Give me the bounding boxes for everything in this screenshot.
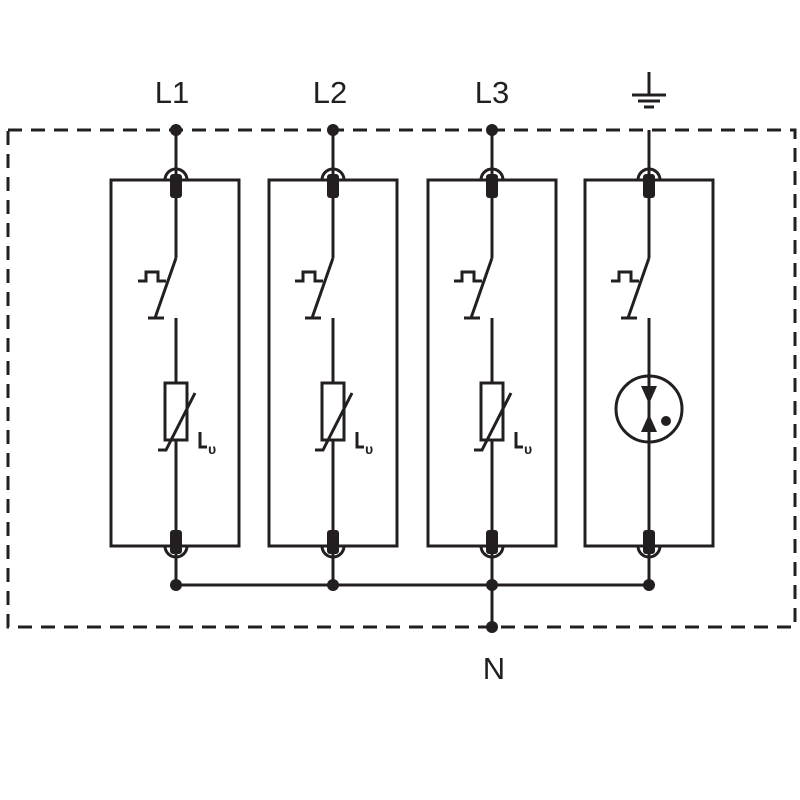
terminal-label-l3: L3 bbox=[475, 75, 509, 110]
module-pe bbox=[583, 130, 715, 591]
thermal-disconnector-icon bbox=[611, 257, 651, 320]
svg-text:ᴜ: ᴜ bbox=[208, 441, 216, 457]
top-contact-icon bbox=[479, 167, 505, 198]
top-contact-icon bbox=[163, 167, 189, 198]
module-l2: ᴜ bbox=[267, 124, 399, 591]
terminal-label-l1: L1 bbox=[155, 75, 189, 110]
neutral-label: N bbox=[483, 651, 505, 686]
svg-text:ᴜ: ᴜ bbox=[524, 441, 532, 457]
top-contact-icon bbox=[320, 167, 346, 198]
thermal-disconnector-icon bbox=[295, 257, 335, 320]
varistor-icon: ᴜ bbox=[315, 381, 373, 457]
gas-discharge-tube-icon bbox=[614, 374, 684, 444]
thermal-disconnector-icon bbox=[138, 257, 178, 320]
thermal-disconnector-icon bbox=[454, 257, 494, 320]
top-contact-icon bbox=[636, 167, 662, 198]
module-l3: ᴜ bbox=[426, 124, 558, 585]
enclosure-border bbox=[6, 128, 797, 629]
neutral-terminal-dot bbox=[486, 621, 498, 633]
module-l1: ᴜ bbox=[109, 124, 241, 591]
terminal-label-l2: L2 bbox=[313, 75, 347, 110]
svg-text:ᴜ: ᴜ bbox=[365, 441, 373, 457]
ground-icon bbox=[632, 72, 666, 109]
